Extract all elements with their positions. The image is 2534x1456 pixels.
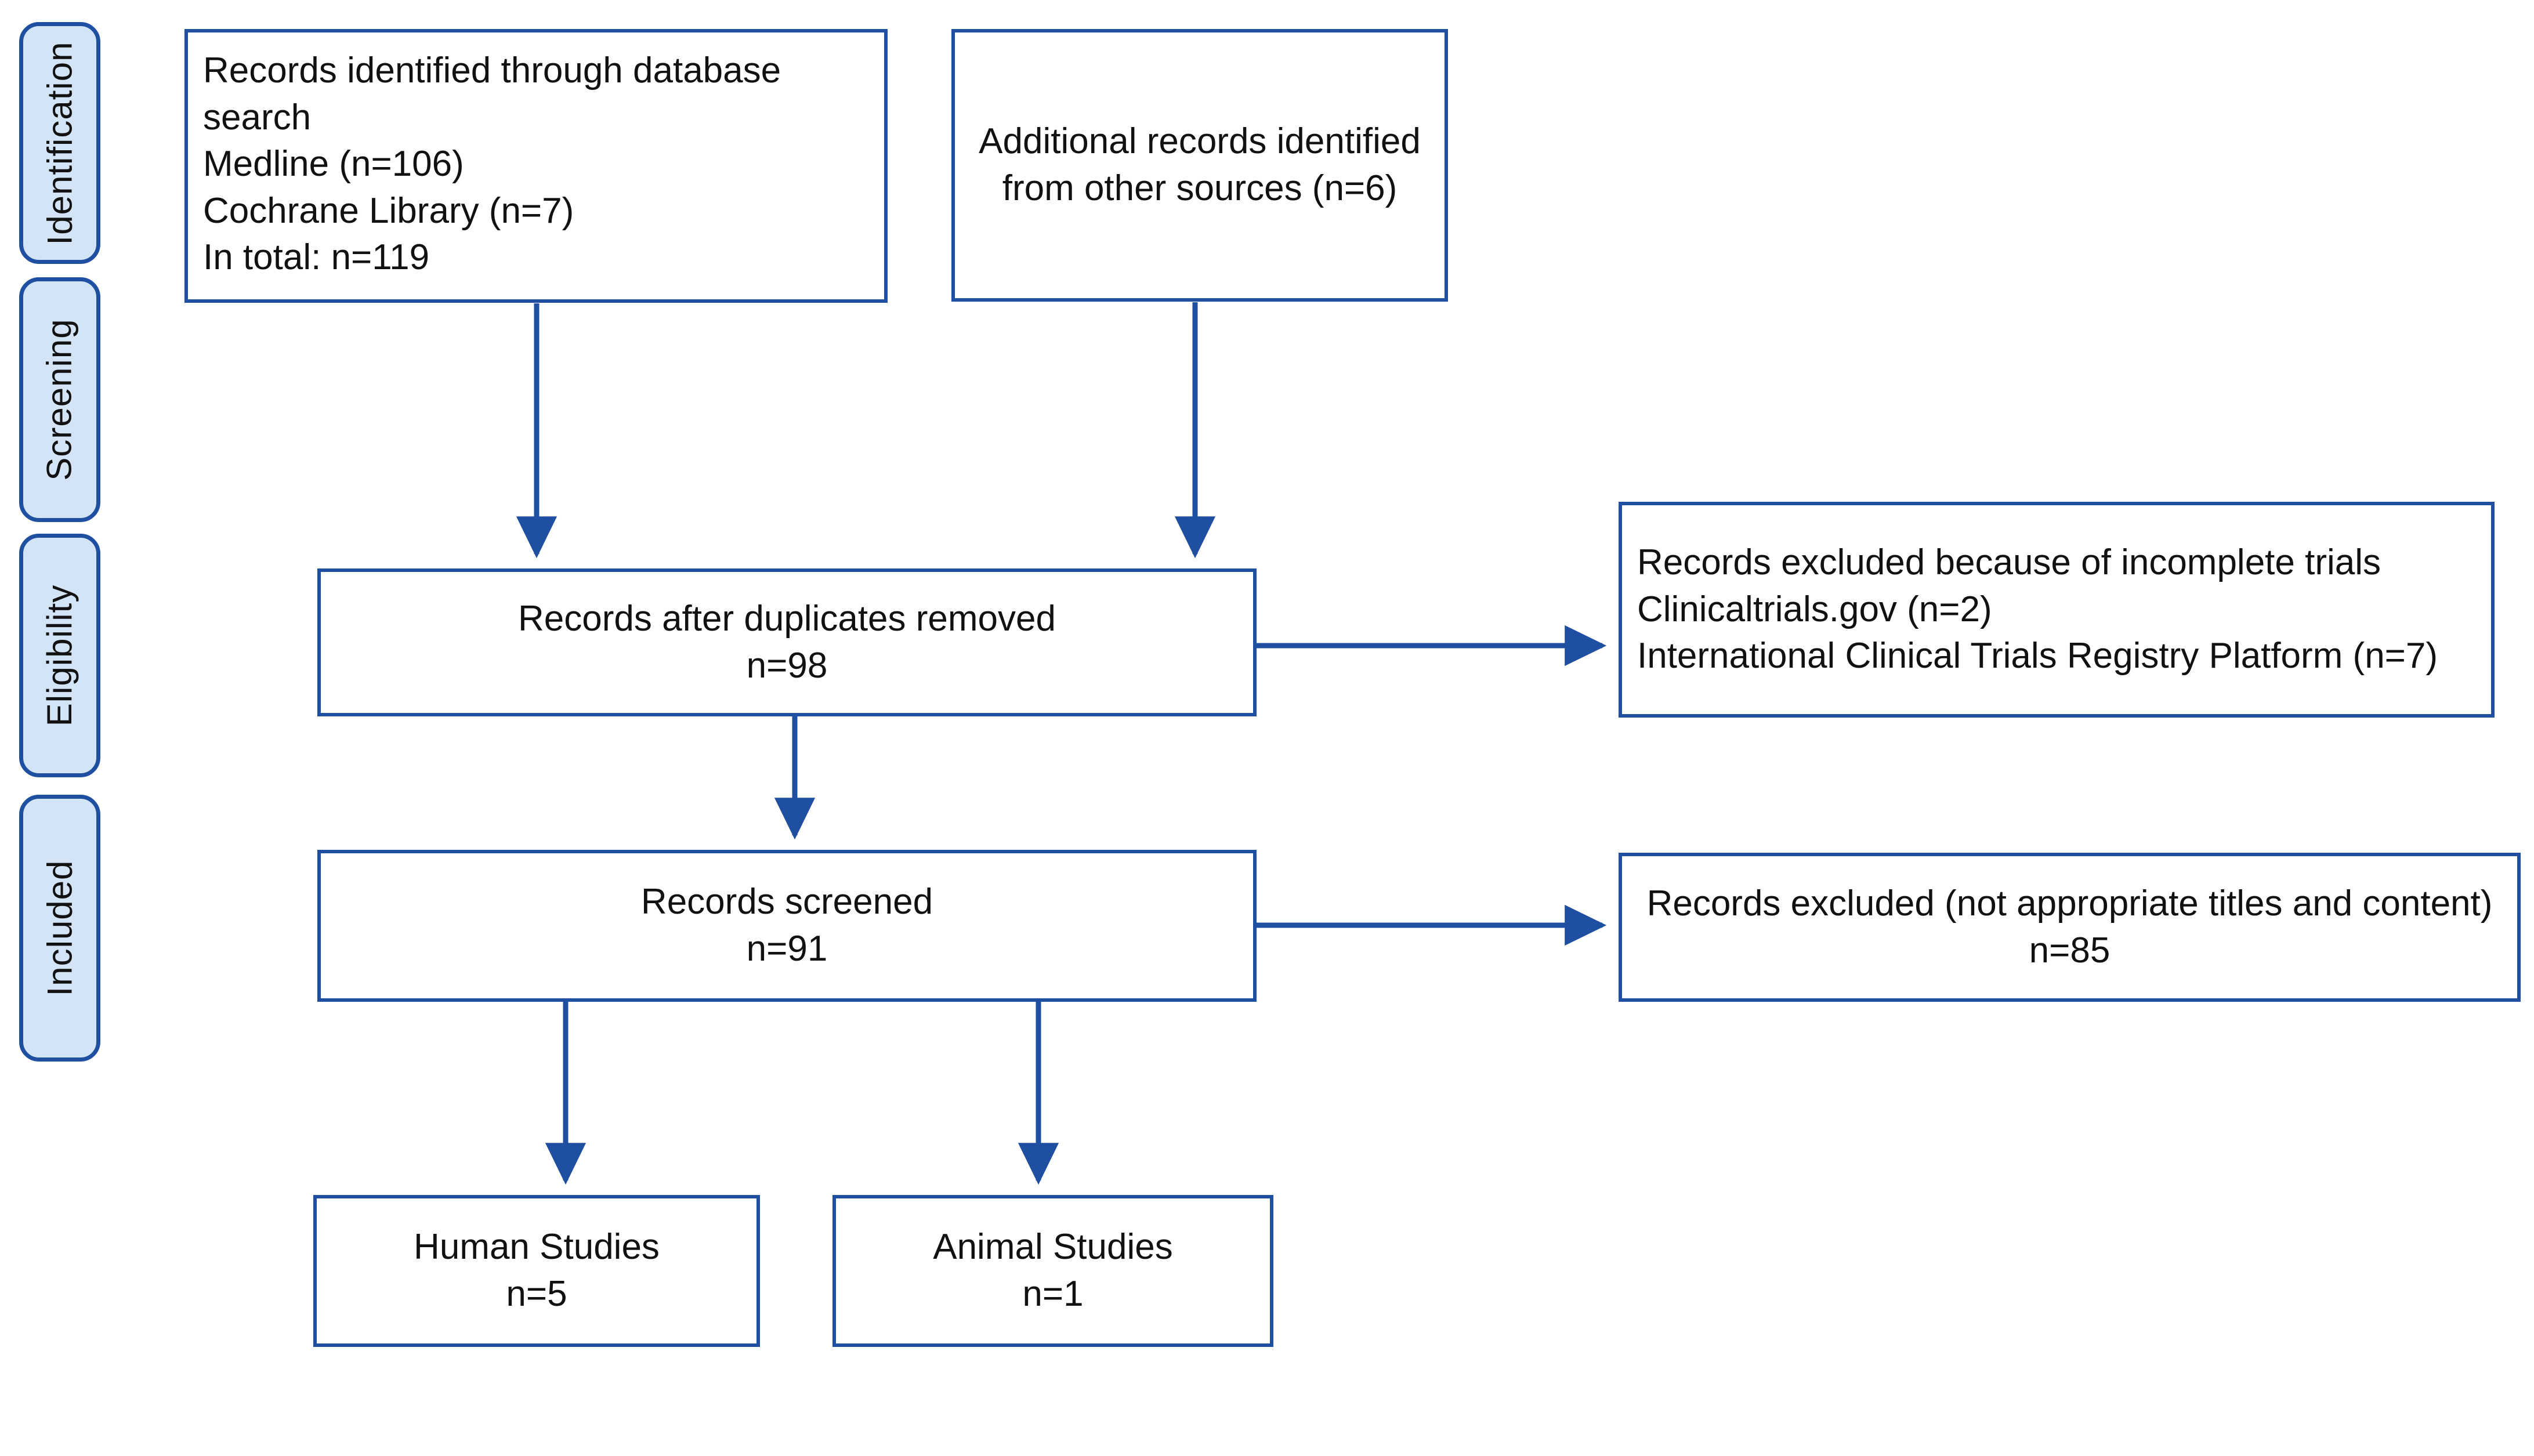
node-excluded-titles-content: Records excluded (not appropriate titles… bbox=[1619, 853, 2521, 1002]
stage-badge-screening: Screening bbox=[19, 277, 100, 522]
stage-badge-eligibility: Eligibility bbox=[19, 534, 100, 777]
node-line: Cochrane Library (n=7) bbox=[203, 190, 574, 231]
node-excluded-incomplete-trials: Records excluded because of incomplete t… bbox=[1619, 502, 2495, 718]
node-line: Human Studies bbox=[414, 1227, 660, 1267]
node-line: n=91 bbox=[746, 929, 828, 969]
stage-label-identification: Identification bbox=[40, 41, 79, 245]
stage-badge-included: Included bbox=[19, 795, 100, 1062]
node-line: Clinicaltrials.gov (n=2) bbox=[1637, 589, 1992, 629]
node-line: Additional records identified bbox=[979, 121, 1421, 162]
node-records-screened: Records screened n=91 bbox=[317, 850, 1257, 1002]
node-line: n=5 bbox=[506, 1274, 567, 1314]
node-other-sources: Additional records identified from other… bbox=[951, 29, 1448, 302]
node-line: from other sources (n=6) bbox=[1002, 168, 1398, 208]
node-duplicates-removed: Records after duplicates removed n=98 bbox=[317, 568, 1257, 716]
node-database-search: Records identified through database sear… bbox=[184, 29, 888, 303]
node-line: Records excluded because of incomplete t… bbox=[1637, 542, 2381, 583]
node-line: International Clinical Trials Registry P… bbox=[1637, 636, 2438, 676]
node-line: Records after duplicates removed bbox=[517, 598, 1056, 639]
node-line: n=98 bbox=[746, 645, 828, 686]
node-line: n=85 bbox=[2029, 930, 2111, 970]
node-line: Medline (n=106) bbox=[203, 144, 464, 184]
node-line: Records screened bbox=[640, 882, 933, 922]
node-line: n=1 bbox=[1022, 1274, 1084, 1314]
node-line: Animal Studies bbox=[933, 1227, 1173, 1267]
node-human-studies: Human Studies n=5 bbox=[313, 1195, 760, 1347]
node-animal-studies: Animal Studies n=1 bbox=[832, 1195, 1273, 1347]
stage-label-eligibility: Eligibility bbox=[40, 584, 79, 727]
stage-badge-identification: Identification bbox=[19, 22, 100, 264]
stage-label-screening: Screening bbox=[40, 318, 79, 481]
node-line: In total: n=119 bbox=[203, 237, 430, 278]
node-line: Records identified through database bbox=[203, 50, 781, 90]
node-line: Records excluded (not appropriate titles… bbox=[1646, 883, 2493, 923]
stage-label-included: Included bbox=[40, 860, 79, 997]
node-line: search bbox=[203, 97, 312, 137]
